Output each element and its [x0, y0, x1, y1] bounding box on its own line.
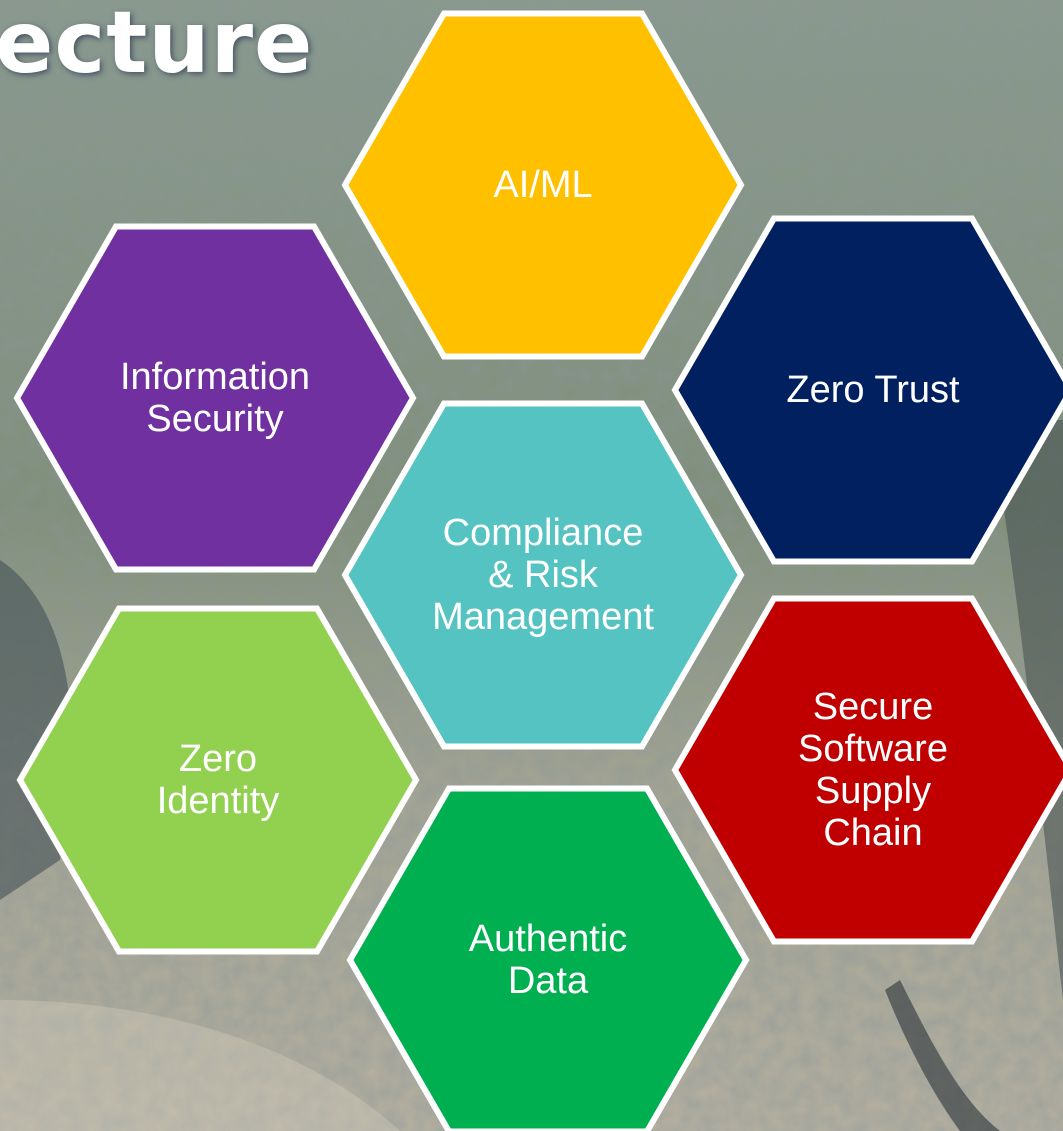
hexagon-label-line: Supply [815, 770, 931, 812]
hexagon-shape [346, 785, 750, 1131]
hexagon-shape [671, 595, 1063, 945]
hexagon-label-line: Identity [157, 780, 280, 822]
hexagon-label-line: Authentic [469, 918, 627, 960]
hexagon-label-line: AI/ML [493, 164, 592, 206]
hexagon-label-line: Secure [813, 686, 933, 728]
hexagon-zero-trust: Zero Trust [671, 215, 1063, 565]
hexagon-shape [341, 10, 745, 360]
hexagon-label-line: Security [146, 398, 283, 440]
hexagon-ai-ml: AI/ML [341, 10, 745, 360]
hexagon-label-line: Zero Trust [786, 369, 960, 411]
hexagon-label-line: Software [798, 728, 948, 770]
hexagon-shape [16, 605, 420, 955]
hexagon-shape [341, 400, 745, 750]
hexagon-label-line: Chain [823, 812, 922, 854]
hexagon-shape [13, 223, 417, 573]
slide-heading: ecture [0, 0, 314, 93]
hexagon-label-line: Management [432, 596, 654, 638]
hexagon-label-line: Data [508, 960, 589, 1002]
hexagon-label-line: Information [120, 356, 310, 398]
hexagon-label-line: Compliance [443, 512, 644, 554]
hexagon-label-line: & Risk [488, 554, 599, 596]
hexagon-shape [671, 215, 1063, 565]
hexagon-label-line: Zero [179, 738, 257, 780]
